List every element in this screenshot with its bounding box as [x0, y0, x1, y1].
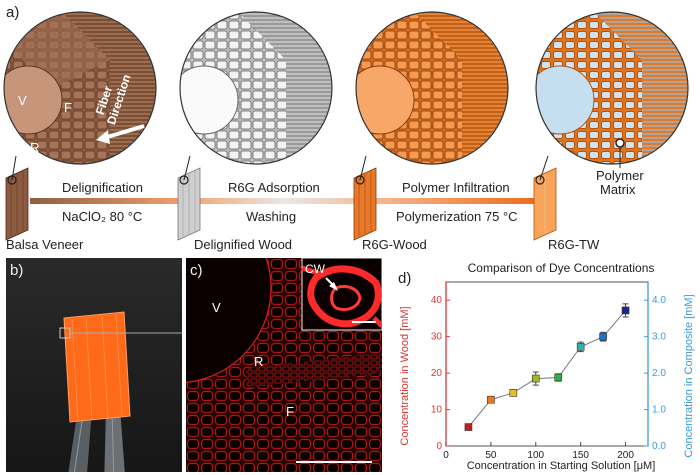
step3-top-label: Polymer Infiltration — [402, 180, 510, 195]
fiber-label: F — [64, 100, 72, 115]
data-point — [576, 343, 585, 351]
panel-c-letter: c) — [190, 262, 203, 279]
step1-top-label: Delignification — [62, 180, 143, 195]
process-arrow — [30, 198, 540, 204]
y-axis-right-label: Concentration in Composite [mM] — [683, 294, 695, 457]
dyed-microstructure-circle — [356, 12, 508, 164]
x-tick-label: 50 — [485, 450, 497, 461]
balsa-microstructure-circle — [4, 12, 156, 164]
r6g-wood-sample — [353, 167, 377, 241]
y-left-tick-label: 20 — [431, 368, 443, 379]
sample-label-r6g-tw: R6G-TW — [548, 237, 600, 252]
sample-photo-illustration — [59, 311, 182, 472]
polymer-matrix-label-1: Polymer — [596, 168, 644, 183]
x-tick-label: 0 — [443, 450, 449, 461]
panel-d-letter: d) — [398, 270, 412, 287]
chart-title: Comparison of Dye Concentrations — [468, 261, 655, 275]
data-point — [621, 306, 630, 315]
y-right-tick-label: 3.0 — [652, 332, 666, 343]
panel-a-letter: a) — [6, 4, 20, 21]
y-right-tick-label: 1.0 — [652, 405, 666, 416]
y-right-tick-label: 4.0 — [652, 295, 666, 306]
panel-a-illustration: V F R Fiber Direction — [3, 11, 689, 241]
transparent-wood-microstructure-circle — [536, 12, 688, 164]
y-left-tick-label: 30 — [431, 332, 443, 343]
micrograph-ray-label: R — [254, 354, 264, 369]
delignified-wood-sample — [177, 167, 201, 241]
y-left-tick-label: 40 — [431, 295, 443, 306]
x-axis-label: Concentration in Starting Solution [μM] — [467, 460, 656, 472]
confocal-micrograph-illustration — [186, 258, 382, 472]
y-right-tick-label: 2.0 — [652, 368, 666, 379]
data-point — [464, 423, 473, 431]
ray-label: R — [30, 140, 39, 155]
panel-c-micrograph — [186, 258, 382, 472]
sample-label-r6g-wood: R6G-Wood — [362, 237, 427, 252]
step3-bottom-label: Polymerization 75 °C — [396, 209, 518, 224]
x-tick-label: 200 — [617, 450, 634, 461]
micrograph-fiber-label: F — [286, 404, 294, 419]
polymer-matrix-label-2: Matrix — [600, 182, 636, 197]
chart-marks — [464, 303, 630, 431]
y-right-tick-label: 0.0 — [652, 441, 666, 452]
plot-frame — [445, 281, 649, 447]
chart-ticks: 0 50 100 150 200 0 10 20 30 40 0.0 1.0 2.0 3.0 4.0 — [431, 295, 666, 461]
panel-b-photo — [6, 258, 182, 472]
data-point — [599, 332, 607, 341]
x-tick-label: 100 — [527, 450, 544, 461]
step1-bottom-label: NaClO₂ 80 °C — [62, 209, 143, 224]
y-left-tick-label: 0 — [436, 441, 442, 452]
step2-top-label: R6G Adsorption — [228, 180, 320, 195]
micrograph-vessel-label: V — [212, 300, 221, 315]
data-point — [531, 374, 540, 383]
chart-axes — [445, 281, 649, 447]
step2-bottom-label: Washing — [246, 209, 297, 224]
x-tick-label: 150 — [572, 450, 589, 461]
y-axis-left-label: Concentration in Wood [mM] — [399, 306, 411, 445]
fiber-direction-arrow-icon — [96, 124, 145, 144]
sample-label-delignified: Delignified Wood — [194, 237, 293, 252]
vessel-label: V — [18, 93, 27, 108]
delignified-microstructure-circle — [180, 12, 332, 164]
series-line — [468, 310, 626, 428]
micrograph-cell-wall-label: CW — [305, 262, 325, 276]
data-point — [509, 388, 518, 397]
data-point — [487, 395, 495, 404]
y-left-tick-label: 10 — [431, 405, 443, 416]
data-point — [554, 373, 563, 382]
balsa-veneer-sample — [5, 167, 29, 241]
sample-label-balsa: Balsa Veneer — [6, 237, 84, 252]
panel-b-letter: b) — [10, 262, 24, 279]
r6g-tw-sample — [533, 167, 557, 241]
